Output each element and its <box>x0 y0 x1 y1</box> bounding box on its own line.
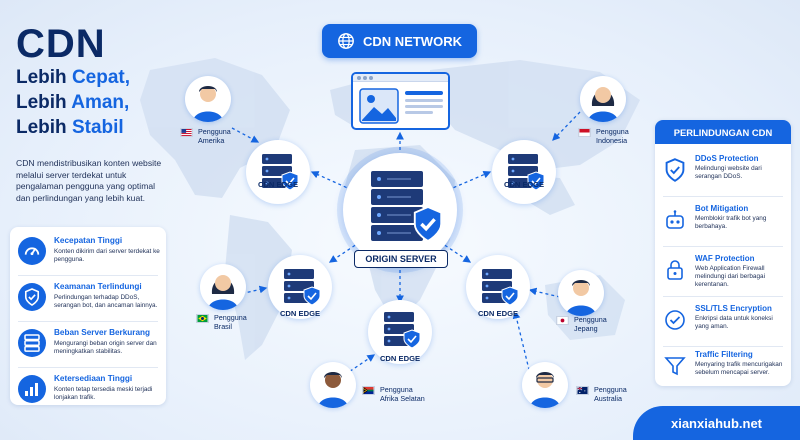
us-flag-icon <box>180 128 193 137</box>
cdn-edge-node <box>268 255 332 319</box>
person-icon <box>318 372 348 408</box>
user-avatar <box>580 76 626 122</box>
user-avatar <box>310 362 356 408</box>
protection-panel: PERLINDUNGAN CDN DDoS Protection Melindu… <box>655 120 791 386</box>
user-avatar <box>558 270 604 316</box>
benefit-title: Kecepatan Tinggi <box>54 236 123 245</box>
person-icon <box>588 87 618 122</box>
benefit-title: Beban Server Berkurang <box>54 328 151 337</box>
brazil-flag-icon <box>196 314 209 323</box>
divider <box>18 275 158 276</box>
cdn-edge-label: CDN EDGE <box>477 309 519 318</box>
website-browser-window <box>351 72 450 130</box>
japan-flag-icon <box>556 316 569 325</box>
benefit-title: Keamanan Terlindungi <box>54 282 142 291</box>
shield-check-icon <box>413 205 443 243</box>
benefit-availability: Ketersediaan Tinggi Konten tetap tersedi… <box>10 369 166 413</box>
cdn-edge-node <box>246 140 310 204</box>
benefit-speed: Kecepatan Tinggi Konten dikirim dari ser… <box>10 231 166 275</box>
server-stack-icon <box>18 329 46 357</box>
benefit-load: Beban Server Berkurang Mengurangi beban … <box>10 323 166 367</box>
divider <box>18 367 158 368</box>
shield-check-icon <box>663 158 687 182</box>
protection-traffic: Traffic Filtering Menyaring trafik mencu… <box>655 344 791 386</box>
footer-site-link[interactable]: xianxiahub.net <box>633 406 800 440</box>
server-icon <box>384 312 421 349</box>
benefit-desc: Konten dikirim dari server terdekat ke p… <box>54 248 160 264</box>
protection-ssl: SSL/TLS Encryption Enkripsi data untuk k… <box>655 298 791 346</box>
indonesia-flag-icon <box>578 128 591 137</box>
server-icon <box>482 269 519 306</box>
divider <box>18 321 158 322</box>
image-placeholder-icon <box>359 88 399 124</box>
cdn-edge-node <box>466 255 530 319</box>
origin-server-node <box>343 153 457 267</box>
cdn-edge-label: CDN EDGE <box>379 354 421 363</box>
speedometer-icon <box>18 237 46 265</box>
divider <box>663 246 783 247</box>
benefits-panel: Kecepatan Tinggi Konten dikirim dari ser… <box>10 227 166 405</box>
robot-icon <box>663 208 687 232</box>
cdn-edge-label: CDN EDGE <box>279 309 321 318</box>
cdn-edge-node <box>492 140 556 204</box>
server-icon <box>262 154 299 191</box>
cdn-edge-label: CDN EDGE <box>257 180 299 189</box>
divider <box>663 346 783 347</box>
description: CDN mendistribusikan konten website mela… <box>16 158 162 203</box>
network-badge-label: CDN NETWORK <box>363 33 462 49</box>
divider <box>663 196 783 197</box>
person-icon <box>193 86 223 122</box>
benefit-desc: Konten tetap tersedia meski terjadi lonj… <box>54 386 153 402</box>
person-icon <box>208 275 238 310</box>
person-icon <box>566 280 596 316</box>
tagline-1: Lebih Cepat, <box>16 67 131 88</box>
tagline-3: Lebih Stabil <box>16 117 124 138</box>
lock-icon <box>663 258 687 282</box>
user-avatar <box>522 362 568 408</box>
protection-ddos: DDoS Protection Melindungi website dari … <box>655 148 791 196</box>
bar-chart-icon <box>18 375 46 403</box>
user-avatar <box>200 264 246 310</box>
origin-server-label: ORIGIN SERVER <box>354 250 448 268</box>
filter-icon <box>663 354 687 378</box>
protection-heading: PERLINDUNGAN CDN <box>655 120 791 144</box>
benefit-desc: Perlindungan terhadap DDoS, serangan bot… <box>54 294 158 310</box>
cdn-edge-label: CDN EDGE <box>503 180 545 189</box>
server-icon <box>508 154 545 191</box>
server-icon <box>371 171 423 241</box>
user-avatar <box>185 76 231 122</box>
benefit-title: Ketersediaan Tinggi <box>54 374 133 383</box>
divider <box>663 296 783 297</box>
tagline-2: Lebih Aman, <box>16 92 130 113</box>
globe-icon <box>338 33 354 49</box>
protection-bot: Bot Mitigation Memblokir trafik bot yang… <box>655 198 791 246</box>
australia-flag-icon <box>576 386 589 395</box>
south-africa-flag-icon <box>362 386 375 395</box>
server-icon <box>284 269 321 306</box>
page-title: CDN <box>16 22 106 66</box>
cdn-network-badge: CDN NETWORK <box>322 24 477 58</box>
cdn-edge-node <box>368 300 432 364</box>
shield-check-icon <box>18 283 46 311</box>
person-icon <box>530 372 560 408</box>
check-circle-icon <box>663 308 687 332</box>
protection-waf: WAF Protection Web Application Firewall … <box>655 248 791 296</box>
benefit-security: Keamanan Terlindungi Perlindungan terhad… <box>10 277 166 321</box>
benefit-desc: Mengurangi beban origin server dan menin… <box>54 340 157 356</box>
